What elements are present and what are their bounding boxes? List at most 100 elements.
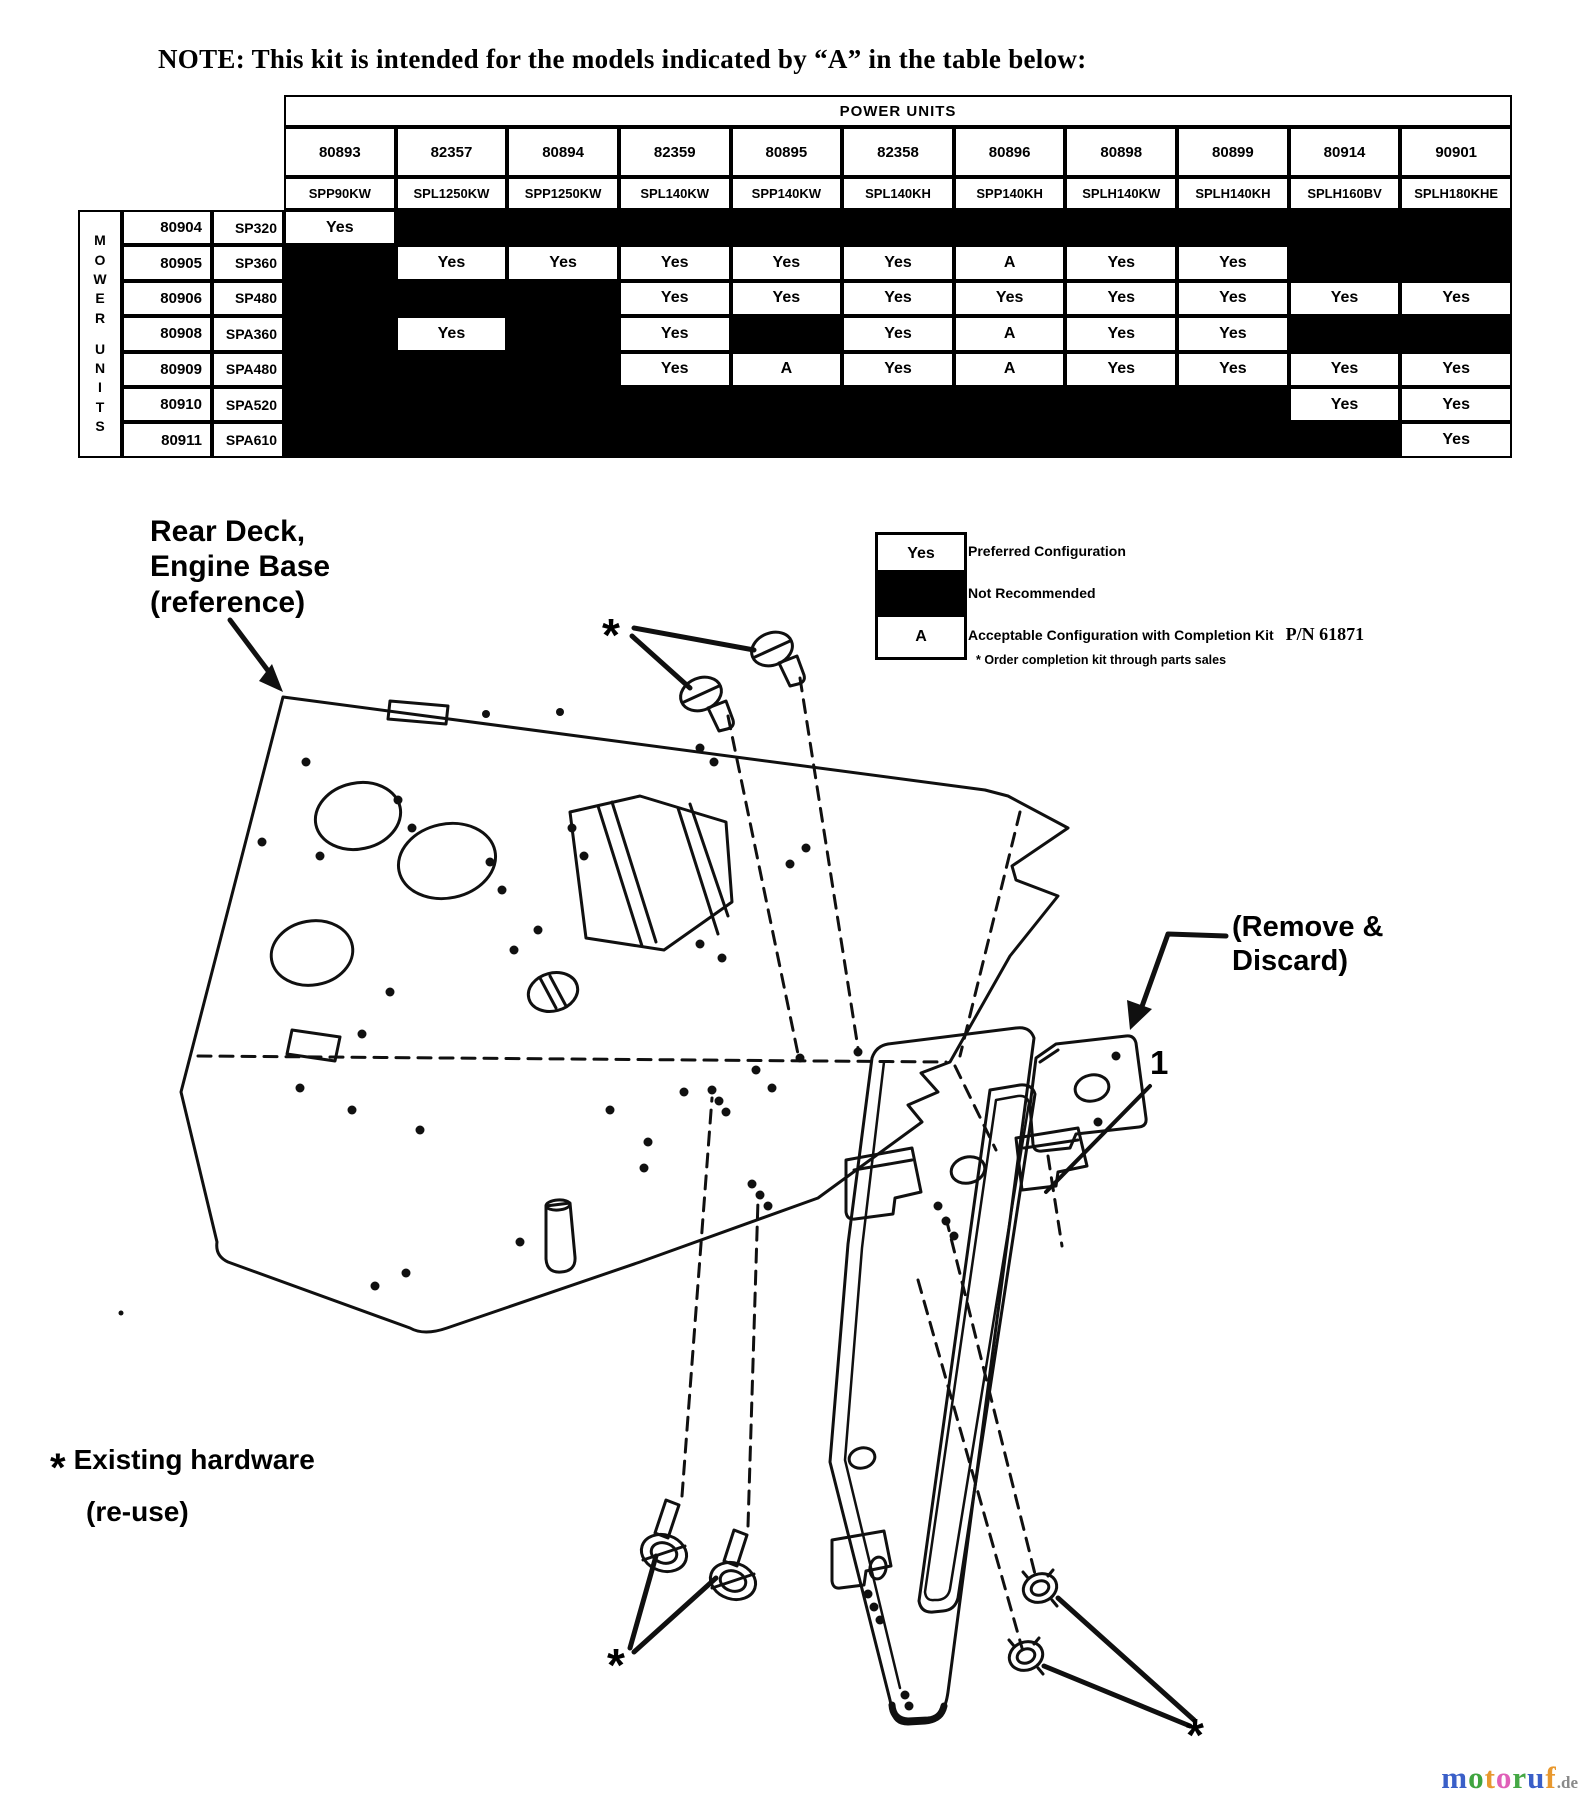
- compat-cell: Yes: [1177, 245, 1289, 281]
- compat-cell: [1288, 422, 1401, 458]
- mower-units-header-letter: W: [93, 270, 107, 287]
- compat-cell: [730, 422, 843, 458]
- compat-cell: [395, 280, 508, 317]
- compat-cell: [507, 280, 619, 317]
- compat-cell: [284, 422, 396, 458]
- deck-center-hole: [568, 794, 734, 952]
- power-units-header: POWER UNITS: [284, 95, 1512, 127]
- mower-unit-model: SP360: [212, 245, 284, 281]
- mower-unit-number: 80911: [122, 422, 212, 458]
- compat-cell: A: [953, 316, 1066, 352]
- asterisk-leader-line: [1041, 1595, 1197, 1729]
- power-unit-number: 80893: [284, 127, 396, 177]
- legend-label-acceptable: Acceptable Configuration with Completion…: [968, 624, 1364, 645]
- existing-hardware-line2: (re-use): [86, 1496, 189, 1527]
- mower-units-header-letter: N: [94, 360, 106, 377]
- item-1-plate: [828, 1026, 1037, 1726]
- power-unit-model: SPP90KW: [284, 177, 396, 210]
- compat-cell: Yes: [1177, 351, 1289, 387]
- compat-cell: [507, 386, 619, 423]
- remove-discard-line2: Discard): [1232, 945, 1349, 978]
- compat-cell: [395, 386, 508, 423]
- power-unit-model: SPLH180KHE: [1400, 177, 1512, 210]
- compat-cell: [1065, 210, 1178, 246]
- compat-cell: [618, 210, 731, 246]
- power-unit-number: 80898: [1065, 127, 1178, 177]
- legend-sample-a: A: [875, 614, 967, 660]
- compat-cell: Yes: [507, 245, 619, 281]
- legend-sample-not-recommended: [875, 570, 967, 620]
- compat-cell: [1177, 422, 1289, 458]
- compat-cell: Yes: [1400, 351, 1512, 387]
- mower-unit-model: SPA520: [212, 386, 284, 423]
- item-1-leader-line: [1044, 1084, 1152, 1194]
- rear-deck-label: Rear Deck, Engine Base (reference): [150, 514, 330, 620]
- mower-units-header-letter: O: [94, 251, 106, 268]
- compat-cell: [284, 316, 396, 352]
- legend-footnote: * Order completion kit through parts sal…: [976, 653, 1227, 667]
- note-heading: NOTE: This kit is intended for the model…: [158, 44, 1087, 74]
- compat-cell: Yes: [618, 351, 731, 387]
- watermark-motoruf: motoruf.de: [1441, 1760, 1578, 1796]
- compat-cell: Yes: [1400, 280, 1512, 317]
- mower-units-header-letter: I: [98, 379, 102, 396]
- power-unit-number: 80914: [1288, 127, 1401, 177]
- compat-cell: Yes: [618, 245, 731, 281]
- compat-cell: Yes: [842, 351, 954, 387]
- compat-cell: Yes: [1288, 280, 1401, 317]
- existing-hardware-asterisk: *: [1186, 1709, 1204, 1761]
- compat-cell: Yes: [395, 245, 508, 281]
- compat-cell: A: [953, 351, 1066, 387]
- compat-cell: Yes: [1177, 316, 1289, 352]
- compat-cell: [842, 386, 954, 423]
- compat-cell: [1288, 210, 1401, 246]
- watermark-letter: o: [1468, 1760, 1485, 1795]
- mower-units-header-letter: M: [94, 232, 106, 249]
- power-unit-number: 90901: [1400, 127, 1512, 177]
- existing-hardware-asterisk: *: [602, 609, 620, 661]
- power-unit-model: SPLH140KW: [1065, 177, 1178, 210]
- existing-hardware-label: *Existing hardware (re-use): [50, 1442, 315, 1530]
- asterisk-leader-line: [627, 1553, 719, 1655]
- asterisk-leader-line: [629, 625, 757, 691]
- compat-cell: [507, 422, 619, 458]
- mower-unit-model: SPA360: [212, 316, 284, 352]
- watermark-letter: r: [1512, 1760, 1528, 1795]
- compat-cell: [618, 386, 731, 423]
- compat-cell: [730, 386, 843, 423]
- compat-cell: [730, 210, 843, 246]
- rear-deck-arrow: [227, 617, 283, 692]
- compat-cell: Yes: [1177, 280, 1289, 317]
- bottom-bolt: [708, 1528, 758, 1602]
- compat-cell: Yes: [1065, 245, 1178, 281]
- mower-unit-number: 80905: [122, 245, 212, 281]
- power-unit-number: 82357: [395, 127, 508, 177]
- rear-deck-outline: [179, 695, 1070, 1334]
- deck-rivet-dots: [118, 708, 863, 1316]
- watermark-letter: u: [1527, 1760, 1546, 1795]
- assembly-dashed: [953, 1064, 1064, 1248]
- compat-cell: Yes: [730, 245, 843, 281]
- mower-units-header-letter: T: [95, 398, 105, 415]
- compat-cell: [507, 210, 619, 246]
- compat-cell: [1288, 245, 1401, 281]
- mower-units-header-letter: R: [94, 309, 106, 326]
- compat-cell: [1065, 422, 1178, 458]
- power-unit-model: SPLH140KH: [1177, 177, 1289, 210]
- existing-hardware-line1: Existing hardware: [73, 1444, 315, 1475]
- mower-unit-number: 80908: [122, 316, 212, 352]
- power-unit-number: 80896: [953, 127, 1066, 177]
- item-1-slot: [917, 1083, 1037, 1614]
- mower-unit-model: SPA480: [212, 351, 284, 387]
- power-unit-number: 80895: [730, 127, 843, 177]
- compat-cell: [395, 422, 508, 458]
- power-unit-number: 80894: [507, 127, 619, 177]
- top-bolt: [750, 630, 806, 688]
- compat-cell: [284, 245, 396, 281]
- compat-cell: [842, 422, 954, 458]
- compat-cell: [618, 422, 731, 458]
- item-1-callout: 1: [1150, 1044, 1169, 1081]
- compat-cell: [1065, 386, 1178, 423]
- mower-units-header-letter: S: [95, 418, 105, 435]
